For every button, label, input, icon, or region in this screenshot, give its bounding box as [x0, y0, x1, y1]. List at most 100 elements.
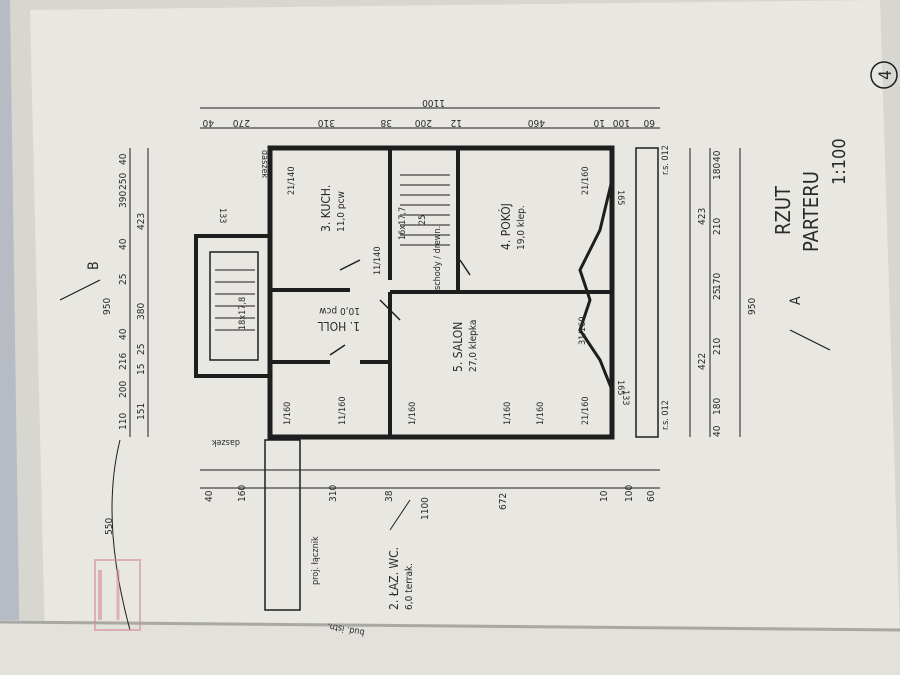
dim-top: 38	[380, 117, 392, 128]
dim-top: 270	[233, 117, 250, 128]
dim-left: 151	[136, 403, 147, 420]
dim-left: 250	[118, 173, 129, 190]
sheet-number-circle	[870, 61, 898, 89]
window-label: 31/160	[578, 317, 588, 345]
dim-left: 40	[118, 153, 129, 165]
drawing-title: RZUT PARTERU 1:100	[771, 138, 850, 252]
room-2-label: 2. ŁAZ. WC.	[387, 547, 401, 610]
window-label: 1/160	[408, 402, 418, 425]
dim-left: 423	[136, 213, 147, 230]
window-label: 165	[615, 190, 625, 205]
dim-right-total: 950	[747, 298, 758, 315]
window-label: 133	[620, 390, 630, 405]
title-scale: 1:100	[829, 138, 850, 185]
window-label: 11/140	[373, 247, 383, 275]
room-3-area: 11,0 pcw	[336, 191, 347, 232]
dim-bottom: 38	[384, 490, 395, 502]
connector	[264, 439, 301, 611]
stair-block-wall	[194, 234, 272, 378]
dim-left: 25	[136, 344, 147, 355]
dim-left: 25	[118, 274, 129, 285]
dim-left: 15	[136, 364, 147, 375]
window-label: 1/160	[503, 402, 513, 425]
dim-left: 380	[136, 303, 147, 320]
stairs-25: 25	[418, 215, 428, 225]
dim-left: 216	[118, 353, 129, 370]
room-4-label: 4. POKÓJ	[498, 203, 513, 250]
window-label: 1/160	[283, 402, 293, 425]
title-line2: PARTERU	[799, 171, 823, 252]
window-label: 165	[615, 380, 625, 395]
dim-left: 40	[118, 238, 129, 250]
room-1-area: 10,0 pcw	[319, 305, 360, 316]
window-label: 1/160	[536, 402, 546, 425]
dimensions: 1100 1100 672 950 950 550 40 270 310 38 …	[102, 97, 758, 535]
dim-right: 40	[712, 425, 723, 437]
dim-bottom: 310	[328, 485, 339, 502]
dim-right: 423	[697, 208, 708, 225]
daszek-top: daszek	[259, 150, 269, 179]
dim-top: 100	[613, 117, 630, 128]
main-stairs-dims: 18x17,8	[238, 297, 248, 330]
dim-right: 210	[712, 338, 723, 355]
terrace	[635, 147, 659, 438]
dim-bottom-total: 1100	[420, 497, 431, 520]
red-stamp	[94, 559, 141, 631]
stairs-dims: 16x17,7	[398, 207, 408, 240]
window-label: 21/160	[581, 167, 591, 195]
room-3-label: 3. KUCH.	[319, 185, 333, 232]
dim-left: 200	[118, 381, 129, 398]
room-5-label: 5. SALON	[451, 322, 465, 372]
dim-right: 170	[712, 273, 723, 290]
room-labels: 3. KUCH. 11,0 pcw 4. POKÓJ 19,0 klep. 5.…	[318, 185, 527, 610]
dim-left-550: 550	[104, 518, 115, 535]
section-a-line	[789, 329, 831, 351]
dim-left: 110	[118, 413, 129, 430]
window-label: 133	[217, 208, 227, 223]
dim-top: 60	[643, 117, 655, 128]
dim-top: 12	[451, 117, 462, 128]
dim-left: 390	[118, 191, 129, 208]
dim-top: 200	[415, 117, 432, 128]
daszek-bottom: daszek	[211, 437, 240, 447]
title-line1: RZUT	[771, 185, 795, 235]
dim-bottom: 40	[204, 490, 215, 502]
dim-right: 25	[712, 289, 723, 300]
dim-top-total: 1100	[422, 97, 445, 108]
section-a-label: A	[788, 296, 804, 305]
dim-top: 460	[528, 117, 545, 128]
dim-bottom: 10	[599, 490, 610, 502]
dim-right: 422	[697, 353, 708, 370]
dim-left-total: 950	[102, 298, 113, 315]
dim-right: 40	[712, 150, 723, 162]
room-2-area: 6,0 terrak.	[404, 563, 415, 610]
proj-connector-label: proj. łącznik	[311, 536, 321, 585]
room-5-area: 27,0 klepka	[468, 320, 479, 372]
dim-top: 10	[593, 117, 605, 128]
page-fold	[0, 620, 900, 675]
dim-bottom: 60	[646, 490, 657, 502]
sheet-number: 4	[876, 70, 896, 80]
section-b-line	[59, 279, 101, 301]
room-4-area: 19,0 klep.	[516, 205, 527, 250]
window-label: 11/160	[338, 397, 348, 425]
dim-left: 40	[118, 328, 129, 340]
rs-top: r.s. 012	[661, 145, 671, 175]
dim-top: 40	[202, 117, 214, 128]
rs-bottom: r.s. 012	[661, 400, 671, 430]
dim-right: 180	[712, 398, 723, 415]
dim-right: 210	[712, 218, 723, 235]
paper-sheet	[30, 0, 900, 645]
dim-bottom: 100	[624, 485, 635, 502]
dim-top: 310	[318, 117, 335, 128]
room-1-label: 1. HOLL	[318, 319, 360, 333]
section-b-label: B	[86, 261, 102, 270]
window-label: 21/160	[581, 397, 591, 425]
dim-right: 180	[712, 163, 723, 180]
window-label: 21/140	[287, 167, 297, 195]
dim-bottom-672: 672	[498, 493, 509, 510]
walls	[59, 107, 831, 631]
stairs-label: schody / drewn.	[433, 226, 443, 290]
